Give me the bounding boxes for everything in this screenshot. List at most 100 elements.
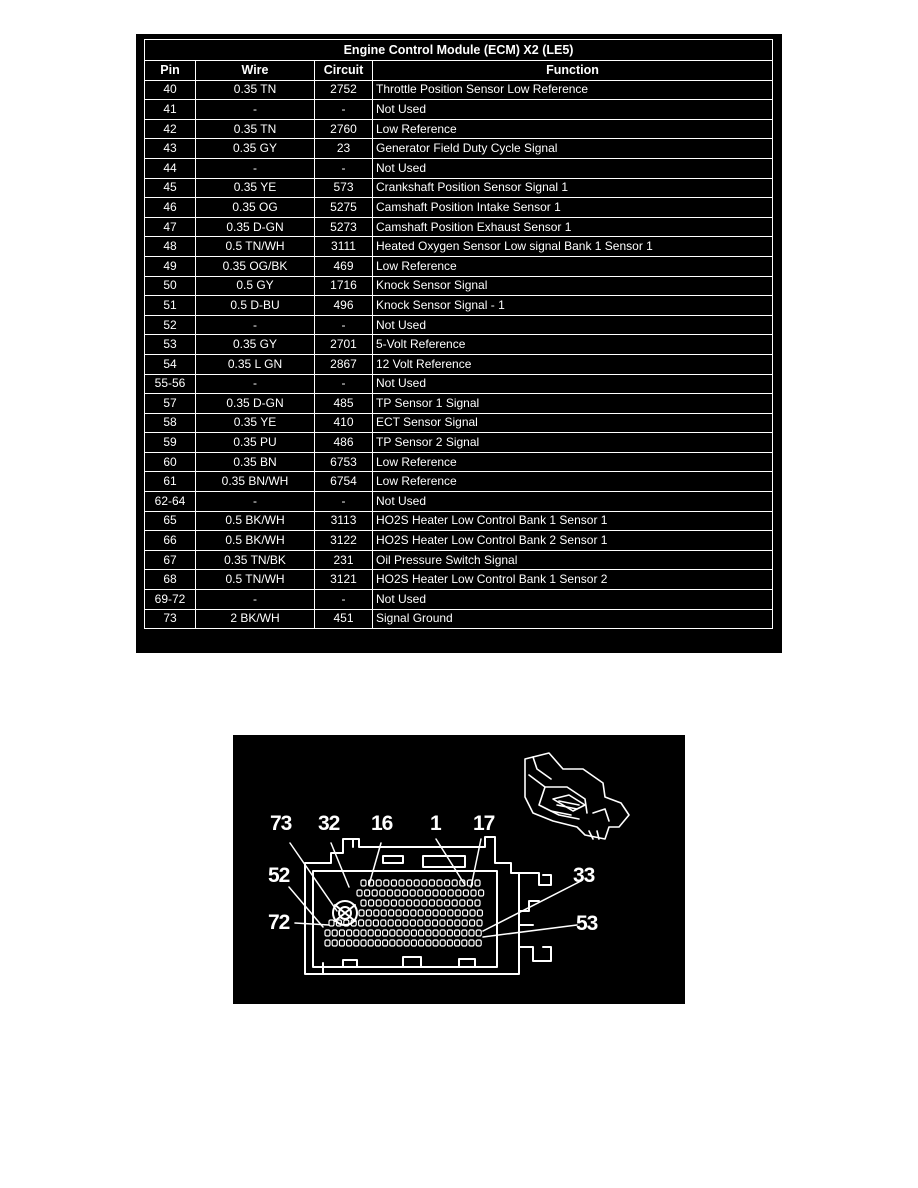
table-row: 69-72--Not Used xyxy=(144,589,774,610)
pin-cavity xyxy=(396,939,403,947)
pin-cavity xyxy=(374,929,381,937)
cell-pin: 69-72 xyxy=(144,589,196,610)
cell-pin: 48 xyxy=(144,236,196,257)
cell-pin: 44 xyxy=(144,157,196,179)
pin-cavity xyxy=(436,899,443,907)
pin-cavity xyxy=(446,939,453,947)
pin-cavity xyxy=(367,929,374,937)
column-header-circuit: Circuit xyxy=(314,60,373,81)
cell-circuit: - xyxy=(314,491,373,512)
pin-cavity xyxy=(402,919,409,927)
cell-function: Low Reference xyxy=(371,451,774,473)
cell-wire: - xyxy=(195,314,315,336)
pin-cavity xyxy=(410,939,417,947)
pin-cavity xyxy=(402,909,409,917)
pin-cavity xyxy=(413,899,420,907)
cell-circuit: 485 xyxy=(314,393,373,414)
pin-cavity xyxy=(446,919,453,927)
pin-cavity xyxy=(374,939,381,947)
pin-cavity xyxy=(428,879,435,887)
table-row: 41--Not Used xyxy=(144,99,774,120)
cell-function: Knock Sensor Signal - 1 xyxy=(371,295,774,316)
connector-drawing xyxy=(288,752,630,975)
pin-label-53: 53 xyxy=(576,912,598,935)
cell-wire: 0.35 OG xyxy=(195,197,315,218)
cell-wire: 0.35 TN xyxy=(195,79,315,101)
pin-cavity xyxy=(461,929,468,937)
cell-function: Camshaft Position Exhaust Sensor 1 xyxy=(371,216,774,238)
pin-cavity xyxy=(395,909,402,917)
cell-circuit: 3111 xyxy=(314,236,373,257)
pin-cavity xyxy=(468,939,475,947)
cell-pin: 65 xyxy=(144,510,196,532)
pin-cavity xyxy=(474,899,481,907)
cell-circuit: 496 xyxy=(314,295,373,316)
cell-circuit: 3113 xyxy=(314,510,373,532)
pin-cavity xyxy=(402,889,409,897)
cell-function: Not Used xyxy=(371,314,774,336)
pin-cavity xyxy=(447,909,454,917)
cell-wire: 0.35 GY xyxy=(195,138,315,159)
cell-circuit: 2701 xyxy=(314,334,373,355)
pin-cavity xyxy=(345,929,353,937)
cell-circuit: 486 xyxy=(314,432,373,453)
pin-cavity xyxy=(398,879,405,887)
pin-cavity xyxy=(343,919,350,927)
pin-label-33: 33 xyxy=(573,864,595,887)
connector-diagram: 73 32 16 1 17 52 33 72 53 xyxy=(233,735,685,1004)
cell-pin: 52 xyxy=(144,314,196,336)
pin-label-16: 16 xyxy=(371,812,393,835)
pin-cavity xyxy=(357,919,365,927)
pin-cavity xyxy=(409,919,416,927)
cell-wire: 0.5 BK/WH xyxy=(195,510,315,532)
pin-cavity xyxy=(383,899,390,907)
pin-cavity xyxy=(439,939,446,947)
pin-cavity xyxy=(382,929,389,937)
cell-wire: 0.5 TN/WH xyxy=(195,236,315,257)
pin-cavity xyxy=(421,879,428,887)
pin-cavity xyxy=(360,939,367,947)
pin-cavity xyxy=(417,889,424,897)
cell-function: Low Reference xyxy=(371,255,774,277)
pin-cavity xyxy=(425,929,432,937)
cell-wire: 0.35 YE xyxy=(195,177,315,199)
cell-pin: 68 xyxy=(144,569,196,591)
leader-lines xyxy=(288,838,582,938)
pin-label-32: 32 xyxy=(318,812,340,835)
pin-cavity xyxy=(396,929,403,937)
cell-wire: 2 BK/WH xyxy=(195,608,315,630)
cell-pin: 43 xyxy=(144,138,196,159)
cell-pin: 60 xyxy=(144,451,196,473)
cell-pin: 45 xyxy=(144,177,196,199)
pin-cavity xyxy=(421,899,428,907)
cell-wire: 0.35 OG/BK xyxy=(195,255,315,277)
cell-function: Not Used xyxy=(371,589,774,610)
pin-cavity xyxy=(394,889,401,897)
pin-cavity xyxy=(367,939,374,947)
pin-cavity xyxy=(459,899,466,907)
pin-cavity xyxy=(406,879,413,887)
pin-cavity xyxy=(462,889,469,897)
pin-cavity xyxy=(390,879,397,887)
cell-pin: 49 xyxy=(144,255,196,277)
cell-wire: - xyxy=(195,157,315,179)
pin-cavity xyxy=(447,889,454,897)
cell-function: TP Sensor 1 Signal xyxy=(371,393,774,414)
cell-wire: 0.5 D-BU xyxy=(195,295,315,316)
pin-cavity xyxy=(371,889,378,897)
cell-circuit: - xyxy=(314,589,373,610)
cell-wire: 0.35 TN xyxy=(195,118,315,140)
connector-housing xyxy=(304,836,552,975)
pin-cavity xyxy=(360,879,367,887)
pin-cavity xyxy=(466,899,473,907)
pin-cavity xyxy=(409,889,416,897)
